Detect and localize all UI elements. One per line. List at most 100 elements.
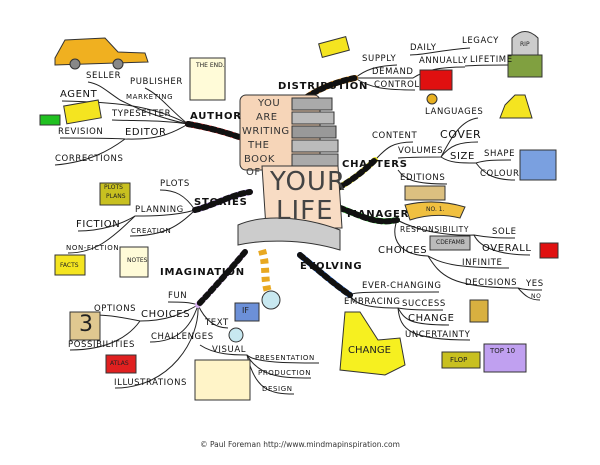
label-agent: AGENT [60, 89, 98, 100]
label-languages: LANGUAGES [425, 107, 484, 117]
branch-plots [159, 189, 196, 211]
label-typesetter: TYPESETTER [112, 109, 172, 119]
label-colour: COLOUR [480, 169, 520, 179]
branch-overall [473, 234, 531, 256]
label-legacy: LEGACY [462, 36, 499, 46]
label-illustrations: ILLUSTRATIONS [114, 378, 188, 388]
finger-text: WRITING [242, 126, 290, 137]
label-demand: DEMAND [372, 67, 414, 77]
copyright-footer: © Paul Foreman http://www.mindmapinspira… [200, 440, 400, 449]
label-publisher: PUBLISHER [130, 77, 183, 87]
branch-agent [61, 100, 189, 125]
plans-text: PLANS [106, 193, 126, 200]
number-three: 3 [79, 312, 93, 337]
top10-text: TOP 10 [490, 347, 516, 355]
label-supply: SUPPLY [362, 54, 397, 64]
branch-supply [354, 64, 398, 79]
label-embracing: EMBRACING [344, 297, 401, 307]
plots-book-text: PLOTS [104, 184, 123, 191]
branch-corrections [54, 138, 126, 166]
atlas-text: ATLAS [110, 360, 129, 367]
branch-non-fiction [67, 215, 136, 254]
branch-label-chapters: CHAPTERS [342, 159, 408, 170]
branch-production [246, 354, 312, 379]
label-challenges: CHALLENGES [151, 332, 214, 342]
branch-no [517, 287, 541, 301]
label-sole: SOLE [492, 227, 517, 237]
label-possibilities: POSSIBILITIES [68, 340, 135, 350]
finger-text: ARE [256, 112, 278, 123]
label-seller: SELLER [86, 71, 122, 81]
central-title-line2: LIFE [276, 196, 334, 226]
branch-label-evolving: EVOLVING [300, 261, 363, 272]
car-illustration [54, 37, 149, 70]
label-options: OPTIONS [94, 304, 137, 314]
branch-cover [440, 141, 479, 158]
label-control: CONTROL [374, 80, 420, 90]
branch-fun [167, 301, 199, 306]
label-annually: ANNUALLY [419, 56, 468, 66]
label-editions: EDITIONS [400, 173, 446, 183]
branch-decisions-yes [427, 255, 543, 291]
label-volumes: VOLUMES [398, 146, 444, 156]
branch-label-manager: MANAGER [347, 209, 410, 220]
label-editor: EDITOR [125, 127, 167, 138]
branch-text [197, 304, 229, 329]
branch-change [397, 307, 450, 326]
branch-content [374, 141, 414, 161]
branch-daily-legacy [409, 47, 471, 56]
label-lifetime: LIFETIME [470, 55, 513, 65]
finger-text: YOU [258, 98, 281, 109]
branch-control [354, 77, 416, 91]
label-revision: REVISION [58, 127, 104, 137]
label-cover: COVER [440, 128, 482, 141]
label-text: TEXT [205, 318, 229, 328]
label-non-fiction: NON-FICTION [66, 244, 120, 252]
notes-text: NOTES [127, 257, 148, 264]
branch-demand-annually [354, 66, 466, 79]
the-end-text: THE END. [196, 62, 225, 69]
branch-ever-changing [349, 291, 440, 296]
label-production: PRODUCTION [258, 369, 312, 377]
branch-possibilities [69, 320, 141, 351]
if-text: IF [242, 306, 249, 315]
label-planning: PLANNING [135, 205, 184, 215]
label-shape: SHAPE [484, 149, 516, 159]
branch-colour [475, 162, 516, 181]
label-daily: DAILY [410, 43, 437, 53]
branch-responsibility-sole [396, 219, 516, 239]
label-overall: OVERALL [482, 243, 532, 254]
no1-text: NO. 1. [426, 206, 445, 213]
branch-creation [129, 209, 196, 237]
label-visual: VISUAL [212, 345, 247, 355]
label-no: NO [531, 293, 542, 300]
book-illustrations [39, 31, 559, 401]
label-ever-changing: EVER-CHANGING [362, 281, 442, 291]
label-choices-manager: CHOICES [378, 245, 428, 256]
branch-label-distribution: DISTRIBUTION [278, 81, 369, 92]
label-responsibility: RESPONSIBILITY [400, 225, 470, 234]
branch-publisher [144, 87, 189, 125]
branch-typesetter [111, 119, 189, 125]
finger-text: BOOK [244, 154, 275, 165]
label-choices-imagination: CHOICES [141, 309, 191, 320]
label-uncertainty: UNCERTAINTY [405, 330, 471, 340]
label-fiction: FICTION [76, 219, 121, 230]
finger-text: THE [248, 140, 270, 151]
rip-text: RIP [520, 41, 530, 48]
label-design: DESIGN [262, 385, 293, 393]
label-plots: PLOTS [160, 179, 190, 189]
change-sign-text: CHANGE [348, 345, 391, 356]
finger-text: OF [246, 167, 261, 178]
branch-label-author: AUTHOR [190, 111, 242, 122]
letters-text: CDEFAMB [436, 239, 465, 246]
label-size: SIZE [450, 151, 475, 162]
label-corrections: CORRECTIONS [55, 154, 124, 164]
label-decisions: DECISIONS [465, 278, 518, 288]
label-change: CHANGE [408, 313, 455, 324]
label-yes: YES [526, 279, 544, 289]
label-fun: FUN [168, 291, 188, 301]
label-marketing: MARKETING [126, 93, 174, 101]
